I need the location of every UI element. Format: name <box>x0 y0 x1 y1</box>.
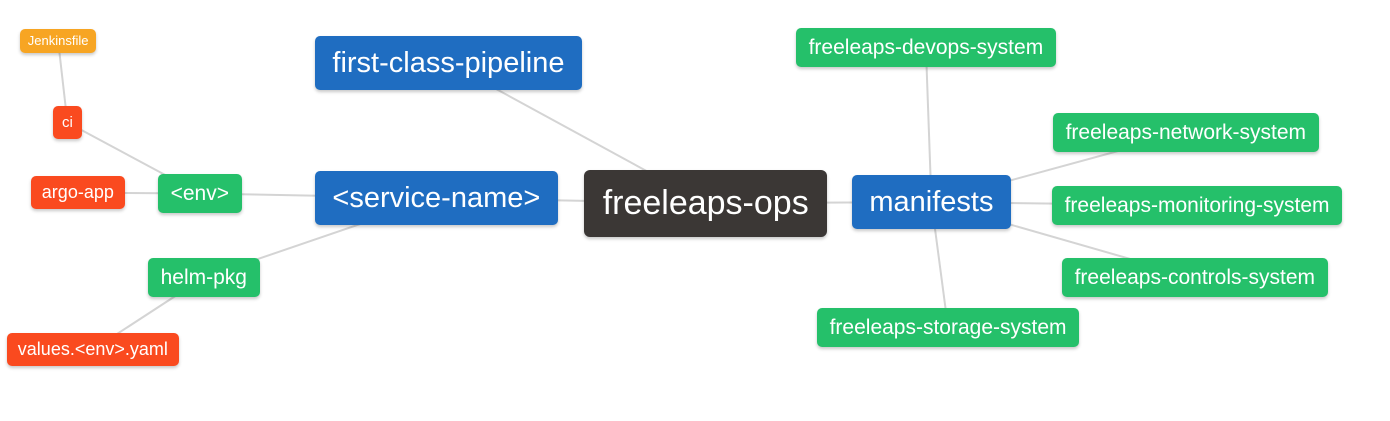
node-env[interactable]: <env> <box>158 174 242 214</box>
node-freeleaps-controls-system[interactable]: freeleaps-controls-system <box>1062 258 1328 298</box>
node-freeleaps-network-system[interactable]: freeleaps-network-system <box>1053 113 1319 153</box>
node-argo-app[interactable]: argo-app <box>31 176 125 210</box>
node-helm-pkg[interactable]: helm-pkg <box>148 258 260 298</box>
node-first-class-pipeline[interactable]: first-class-pipeline <box>315 36 582 90</box>
node-freeleaps-ops-root[interactable]: freeleaps-ops <box>584 170 828 237</box>
node-freeleaps-monitoring-system[interactable]: freeleaps-monitoring-system <box>1052 186 1343 226</box>
node-ci[interactable]: ci <box>53 106 82 139</box>
node-freeleaps-storage-system[interactable]: freeleaps-storage-system <box>817 308 1080 348</box>
node-service-name[interactable]: <service-name> <box>315 171 558 225</box>
node-freeleaps-devops-system[interactable]: freeleaps-devops-system <box>796 28 1056 68</box>
node-values-env-yaml[interactable]: values.<env>.yaml <box>7 333 179 367</box>
node-jenkinsfile[interactable]: Jenkinsfile <box>20 29 97 54</box>
node-manifests[interactable]: manifests <box>852 175 1011 229</box>
